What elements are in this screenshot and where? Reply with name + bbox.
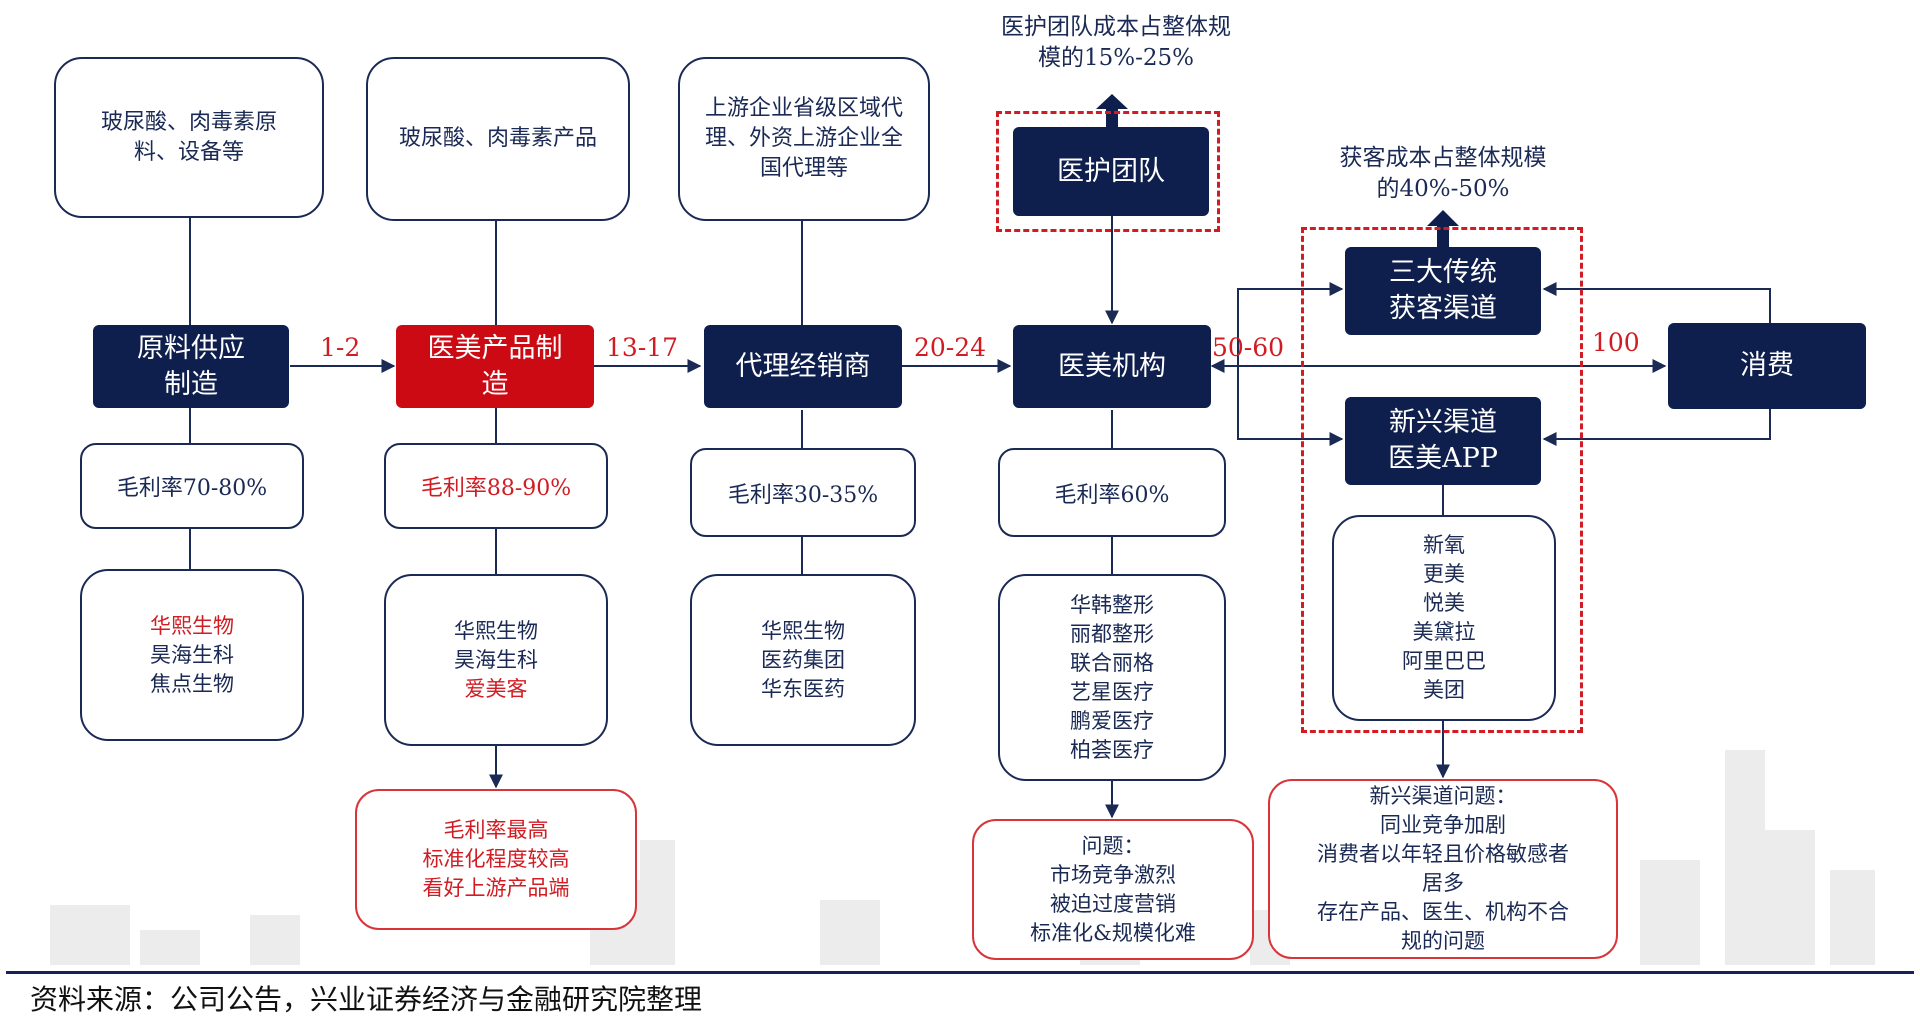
price-level-label: 1-2 [320, 333, 361, 362]
product-note-line: 标准化程度较高 [422, 847, 570, 871]
new-channel-problem-line: 规的问题 [1401, 929, 1485, 953]
source-note: 资料来源：公司公告，兴业证券经济与金融研究院整理 [30, 983, 703, 1016]
new-channel-problem-line: 新兴渠道问题： [1369, 784, 1517, 808]
institution-title: 医美机构 [1058, 350, 1166, 382]
acquisition-cost-label: 获客成本占整体规模的40%-50% [1339, 145, 1547, 202]
app-list-box: 新氧 更美 悦美 美黛拉 阿里巴巴 美团 [1332, 515, 1556, 721]
product-margin: 毛利率88-90% [384, 443, 608, 529]
price-level-label: 13-17 [606, 333, 679, 362]
company-name: 昊海生科 [454, 647, 538, 672]
consumer-title: 消费 [1740, 350, 1794, 381]
product-input-text: 玻尿酸、肉毒素产品 [398, 126, 597, 151]
company-name: 焦点生物 [150, 671, 234, 696]
company-name: 医药集团 [761, 647, 845, 672]
raw-material-companies: 华熙生物 昊海生科 焦点生物 [80, 569, 304, 741]
price-level-label: 20-24 [914, 333, 987, 362]
product-margin-text: 毛利率88-90% [420, 476, 572, 501]
new-channel-node[interactable]: 新兴渠道 医美APP [1345, 397, 1541, 485]
product-companies: 华熙生物 昊海生科 爱美客 [384, 574, 608, 746]
institution-problem-line: 被迫过度营销 [1050, 891, 1176, 916]
institution-margin-text: 毛利率60% [1054, 482, 1170, 508]
new-channel-line: 医美APP [1388, 443, 1498, 474]
traditional-channel-line: 获客渠道 [1389, 293, 1497, 324]
footer-rule [6, 971, 1914, 974]
company-name: 爱美客 [464, 676, 528, 701]
institution-companies: 华韩整形 丽都整形 联合丽格 艺星医疗 鹏爱医疗 柏荟医疗 [998, 574, 1226, 781]
raw-material-node[interactable]: 原料供应制造 [93, 325, 289, 408]
product-note-line: 看好上游产品端 [422, 876, 570, 900]
channels-dashed-frame [1301, 227, 1583, 733]
company-name: 艺星医疗 [1070, 679, 1154, 704]
app-name: 阿里巴巴 [1402, 649, 1486, 673]
app-name: 新氧 [1423, 533, 1465, 557]
price-level-label: 100 [1592, 328, 1640, 357]
company-name: 鹏爱医疗 [1070, 708, 1154, 733]
medical-team-node[interactable]: 医护团队 [1013, 127, 1209, 216]
company-name: 柏荟医疗 [1070, 737, 1154, 762]
institution-problem-line: 问题： [1081, 833, 1145, 858]
raw-material-title: 原料供应制造 [137, 332, 245, 400]
medical-team-dashed-frame [996, 111, 1220, 232]
institution-node[interactable]: 医美机构 [1013, 325, 1211, 408]
institution-margin: 毛利率60% [998, 448, 1226, 537]
distributor-input-text: 上游企业省级区域代理、外资上游企业全国代理等 [704, 96, 903, 181]
company-name: 华韩整形 [1070, 592, 1154, 617]
distributor-margin: 毛利率30-35% [690, 448, 916, 537]
product-manufacturing-node[interactable]: 医美产品制造 [396, 325, 594, 408]
price-level-label: 50-60 [1212, 333, 1285, 362]
distributor-margin-text: 毛利率30-35% [727, 482, 879, 508]
raw-material-input-text: 玻尿酸、肉毒素原料、设备等 [100, 109, 277, 165]
app-name: 美黛拉 [1412, 620, 1476, 644]
distributor-title: 代理经销商 [735, 350, 871, 382]
raw-material-margin-text: 毛利率70-80% [116, 476, 268, 501]
company-name: 华熙生物 [761, 618, 845, 643]
institution-problem-box: 问题： 市场竞争激烈 被迫过度营销 标准化&规模化难 [972, 819, 1254, 960]
consumer-node[interactable]: 消费 [1668, 323, 1866, 409]
institution-problem-line: 市场竞争激烈 [1050, 862, 1176, 887]
skyline-background [50, 750, 1875, 965]
company-name: 昊海生科 [150, 642, 234, 667]
traditional-channel-line: 三大传统 [1389, 257, 1497, 288]
raw-material-margin: 毛利率70-80% [80, 443, 304, 529]
company-name: 华熙生物 [454, 618, 538, 643]
new-channel-problem-line: 同业竞争加剧 [1380, 813, 1506, 837]
company-name: 华熙生物 [150, 613, 234, 638]
product-note-box: 毛利率最高 标准化程度较高 看好上游产品端 [355, 789, 637, 930]
new-channel-problem-box: 新兴渠道问题： 同业竞争加剧 消费者以年轻且价格敏感者 居多 存在产品、医生、机… [1268, 779, 1618, 959]
app-name: 美团 [1423, 678, 1465, 702]
raw-material-input-box: 玻尿酸、肉毒素原料、设备等 [54, 57, 324, 218]
app-name: 悦美 [1423, 591, 1465, 615]
institution-problem-line: 标准化&规模化难 [1030, 920, 1196, 945]
distributor-companies: 华熙生物 医药集团 华东医药 [690, 574, 916, 746]
distributor-node[interactable]: 代理经销商 [704, 325, 902, 408]
product-input-box: 玻尿酸、肉毒素产品 [366, 57, 630, 221]
new-channel-problem-line: 居多 [1422, 871, 1464, 895]
new-channel-problem-line: 消费者以年轻且价格敏感者 [1317, 842, 1569, 866]
product-note-line: 毛利率最高 [443, 818, 549, 842]
app-name: 更美 [1423, 562, 1465, 586]
company-name: 联合丽格 [1070, 650, 1154, 675]
medical-team-title: 医护团队 [1057, 155, 1165, 187]
distributor-input-box: 上游企业省级区域代理、外资上游企业全国代理等 [678, 57, 930, 221]
new-channel-line: 新兴渠道 [1389, 407, 1497, 438]
product-manufacturing-title: 医美产品制造 [427, 332, 563, 400]
company-name: 丽都整形 [1070, 621, 1154, 646]
new-channel-problem-line: 存在产品、医生、机构不合 [1317, 900, 1569, 924]
company-name: 华东医药 [761, 676, 845, 701]
medical-team-cost-label: 医护团队成本占整体规模的15%-25% [1001, 14, 1231, 71]
traditional-channel-node[interactable]: 三大传统 获客渠道 [1345, 247, 1541, 335]
